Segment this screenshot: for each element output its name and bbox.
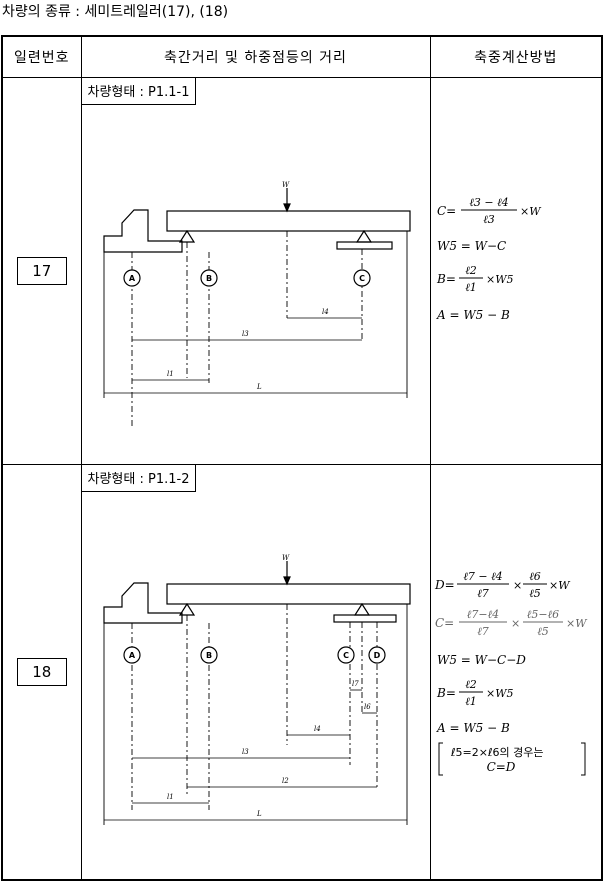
row-number: 17 [16,257,67,285]
svg-text:ℓ1: ℓ1 [465,695,477,708]
svg-text:D: D [373,651,380,660]
svg-text:ℓ7−ℓ4: ℓ7−ℓ4 [466,608,498,621]
tractor-body [102,209,183,253]
trailer-deck [165,210,411,232]
svg-text:A = W5 − B: A = W5 − B [436,308,510,322]
dim-label-l1: l1 [167,793,174,801]
kingpin [178,229,195,243]
semitrailer-diagram-17: A B C W l4 l3 l1 L [102,181,411,428]
dim-label-L: L [256,383,262,391]
svg-text:×W: ×W [520,205,542,218]
formula-block-18: D= ℓ7 − ℓ4 ℓ7 × ℓ6 ℓ5 ×W C= ℓ7−ℓ4 ℓ7 × ℓ… [434,570,588,776]
dim-label-L: L [256,810,262,818]
axle-c-marker: C [336,646,355,664]
svg-text:×: × [511,617,520,630]
vehicle-diagram-cell: 차량형태 : P1.1-2 [80,464,431,880]
trailer-support [353,602,370,616]
load-label: W [282,181,290,189]
tractor-body [102,582,183,624]
vehicle-tag: 차량형태 : P1.1-2 [81,465,197,492]
svg-text:ℓ5: ℓ5 [529,587,541,600]
dim-label-l2: l2 [282,777,289,785]
vehicle-tag: 차량형태 : P1.1-1 [81,78,197,105]
axle-a-marker: A [122,646,141,664]
row-number-cell: 18 [1,464,82,880]
svg-text:A: A [128,274,135,283]
svg-text:C=: C= [435,616,454,630]
vehicle-diagram-cell: 차량형태 : P1.1-1 [80,77,431,465]
note-bracket-right [580,742,585,776]
svg-text:ℓ5−ℓ6: ℓ5−ℓ6 [526,608,558,621]
svg-text:D=: D= [434,578,455,592]
svg-text:ℓ3 − ℓ4: ℓ3 − ℓ4 [469,196,508,209]
svg-text:×W: ×W [549,579,571,592]
dim-label-l4: l4 [314,725,321,733]
load-arrow-head [282,576,291,586]
formula-block-17: C= ℓ3 − ℓ4 ℓ3 ×W W5 = W−C B= ℓ2 ℓ1 ×W5 A… [436,196,542,322]
svg-text:×: × [513,579,522,592]
svg-text:ℓ3: ℓ3 [483,213,495,226]
dim-label-l1: l1 [167,370,174,378]
svg-text:ℓ6: ℓ6 [529,570,541,583]
svg-text:B=: B= [436,272,456,286]
svg-text:×W5: ×W5 [486,273,514,286]
axle-d-marker: D [367,646,386,664]
header-serial-number: 일련번호 [1,35,82,78]
formula-cell: D= ℓ7 − ℓ4 ℓ7 × ℓ6 ℓ5 ×W C= ℓ7−ℓ4 ℓ7 × ℓ… [429,464,603,880]
svg-text:ℓ2: ℓ2 [465,264,477,277]
semitrailer-diagram-18: A B C D W l7 l6 l4 l3 l2 [102,554,411,825]
svg-text:ℓ5: ℓ5 [537,625,549,638]
load-arrow-head [282,203,291,213]
note-bracket-left [438,742,443,776]
dim-label-l6: l6 [364,703,371,711]
row-number-cell: 17 [1,77,82,465]
axle-c-marker: C [352,269,371,287]
dim-label-l7: l7 [352,680,359,688]
trailer-axle-carrier [335,241,393,250]
svg-text:W5 = W−C−D: W5 = W−C−D [437,653,526,667]
svg-text:ℓ7: ℓ7 [477,587,489,600]
axle-load-table: 일련번호 축간거리 및 하중점등의 거리 축중계산방법 17 차량형태 : P1… [1,35,603,881]
trailer-deck [165,583,411,605]
svg-text:×W: ×W [566,617,588,630]
formula-cell: C= ℓ3 − ℓ4 ℓ3 ×W W5 = W−C B= ℓ2 ℓ1 ×W5 A… [429,77,603,465]
dim-label-l3: l3 [242,748,249,756]
svg-text:ℓ7 − ℓ4: ℓ7 − ℓ4 [463,570,502,583]
trailer-support [355,229,372,243]
dim-label-l4: l4 [322,308,329,316]
table-header-row: 일련번호 축간거리 및 하중점등의 거리 축중계산방법 [1,35,603,78]
svg-text:B: B [205,274,211,283]
note-line-2: C=D [486,760,515,774]
svg-text:B: B [205,651,211,660]
load-label: W [282,554,290,562]
axle-a-marker: A [122,269,141,287]
note-line-1: ℓ5=2×ℓ6의 경우는 [450,746,544,759]
svg-text:ℓ1: ℓ1 [465,281,477,294]
svg-text:A: A [128,651,135,660]
dim-label-l3: l3 [242,330,249,338]
svg-text:C: C [343,651,349,660]
header-calc-method: 축중계산방법 [429,35,603,78]
axle-b-marker: B [199,269,218,287]
axle-b-marker: B [199,646,218,664]
svg-text:W5 = W−C: W5 = W−C [437,239,506,253]
svg-text:B=: B= [436,686,456,700]
table-row: 17 차량형태 : P1.1-1 [1,77,603,465]
svg-text:A = W5 − B: A = W5 − B [436,721,510,735]
svg-text:×W5: ×W5 [486,687,514,700]
svg-text:ℓ7: ℓ7 [477,625,489,638]
header-axle-distance: 축간거리 및 하중점등의 거리 [80,35,431,78]
svg-text:C: C [359,274,365,283]
svg-text:C=: C= [437,204,456,218]
trailer-axle-carrier [332,614,397,623]
table-row: 18 차량형태 : P1.1-2 [1,464,603,880]
page-title: 차량의 종류 : 세미트레일러(17), (18) [2,4,229,20]
row-number: 18 [16,657,67,686]
svg-text:ℓ2: ℓ2 [465,678,477,691]
